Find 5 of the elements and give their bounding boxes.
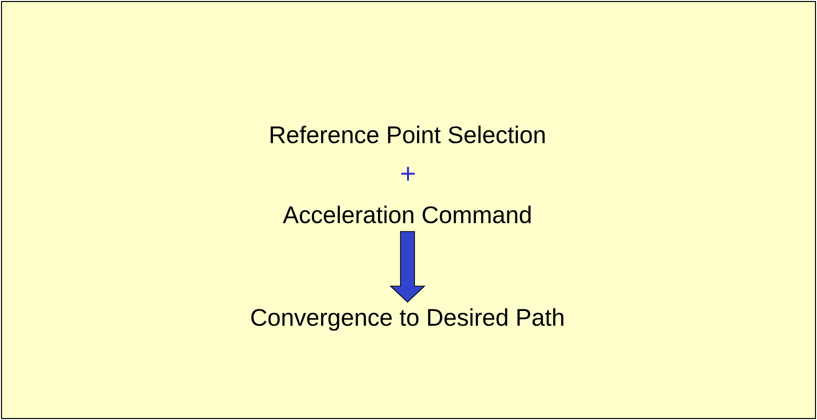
text-label: Reference Point Selection xyxy=(270,126,545,144)
text-label: Convergence to Desired Path xyxy=(251,308,564,331)
text-label: Acceleration Command xyxy=(282,206,531,224)
plus-sign: + xyxy=(401,166,415,181)
block-arrow xyxy=(390,231,426,303)
